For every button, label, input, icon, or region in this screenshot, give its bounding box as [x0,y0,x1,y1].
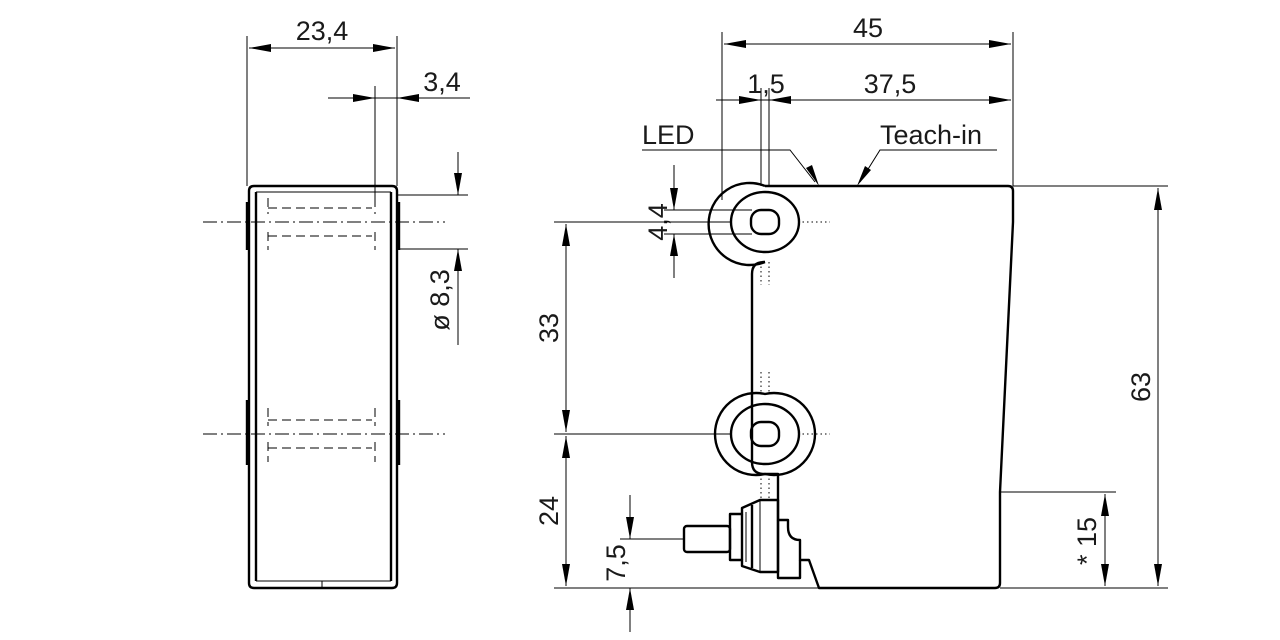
dim-connector-height-label: 7,5 [601,544,631,582]
dim-bore-diameter: ø 8,3 [397,152,468,345]
dim-hole-height: 24 [534,436,570,586]
dim-hole-spacing-label: 33 [534,313,564,343]
side-view: 23,4 3,4 ø 8,3 [203,16,470,590]
dim-bore-diameter-label: ø 8,3 [425,269,455,331]
front-view: 45 1,5 37,5 LED Teach-in [534,13,1168,632]
dim-offset-side-label: 3,4 [423,67,461,97]
side-hidden-bore-lower [203,408,445,462]
side-body-outline [247,184,399,590]
teach-in-callout-label: Teach-in [880,120,982,150]
dim-lens-height-label: * 15 [1072,517,1102,565]
dim-width-side: 23,4 [246,16,398,186]
dim-hole-spacing: 33 [534,224,570,432]
dim-total-length-label: 45 [853,13,883,43]
dim-offset-side: 3,4 [328,67,470,198]
teach-in-callout: Teach-in [857,120,997,186]
dim-led-offset-label: 1,5 [747,69,785,99]
side-hidden-bore-upper [203,198,445,250]
dim-lens-height: * 15 [1000,491,1116,586]
dim-connector-height: 7,5 [601,495,684,632]
dim-width-side-label: 23,4 [296,16,349,46]
dim-teach-offset-label: 37,5 [864,69,917,99]
dim-hole-height-label: 24 [534,496,564,526]
connector-plug [682,498,802,580]
front-center-lines [760,221,830,500]
dim-led-offset: 1,5 37,5 [716,69,1011,186]
dim-total-length: 45 [721,13,1014,200]
front-body-outline [750,184,1015,590]
led-callout: LED [642,120,819,186]
dim-total-height: 63 [1000,185,1168,589]
led-callout-label: LED [642,120,695,150]
dim-total-height-label: 63 [1126,372,1156,402]
